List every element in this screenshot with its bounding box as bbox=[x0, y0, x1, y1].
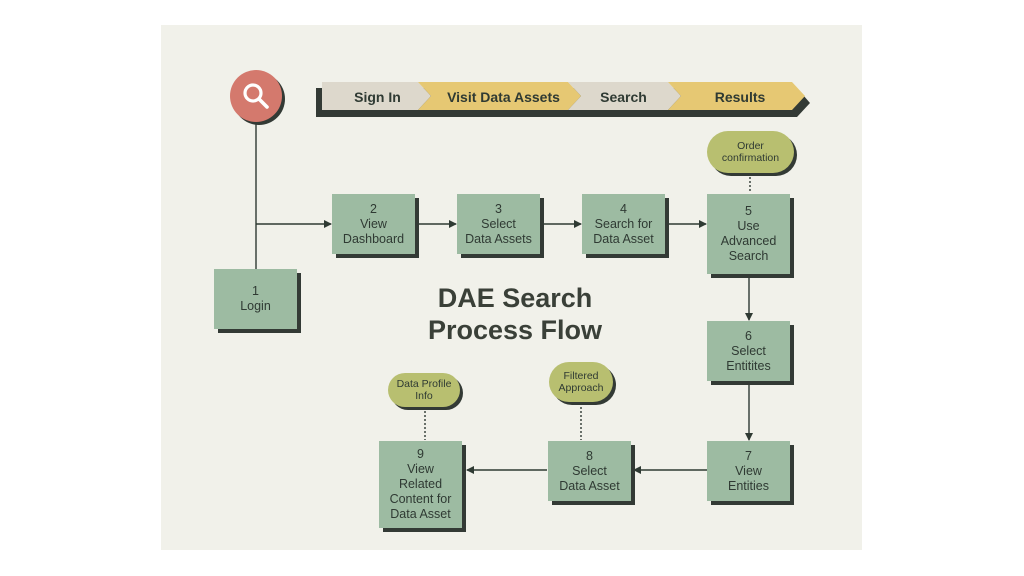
note-data-profile-info: Data Profile Info bbox=[388, 373, 460, 407]
step-2-view-dashboard: 2 View Dashboard bbox=[332, 194, 415, 254]
start-search-circle bbox=[230, 70, 282, 122]
step-6-select-entities: 6 Select Entitites bbox=[707, 321, 790, 381]
step-label-line: Search bbox=[728, 249, 769, 263]
step-label-line: Login bbox=[240, 299, 271, 313]
stage-search: Search bbox=[600, 89, 647, 105]
step-label-line: Content for bbox=[389, 492, 452, 506]
step-label-line: Data Asset bbox=[390, 507, 451, 521]
title-line-1: DAE Search bbox=[437, 283, 593, 313]
note-filtered-approach: Filtered Approach bbox=[549, 362, 613, 402]
step-label-line: View bbox=[407, 462, 434, 476]
step-number: 8 bbox=[586, 448, 593, 463]
step-number: 2 bbox=[370, 201, 377, 216]
step-9-view-related-content: 9 View Related Content for Data Asset bbox=[379, 441, 462, 528]
step-label-line: Select bbox=[481, 216, 516, 231]
stage-visit-data-assets: Visit Data Assets bbox=[447, 89, 560, 105]
step-label-line: View bbox=[735, 463, 762, 478]
step-label-line: Advanced bbox=[720, 234, 777, 248]
step-number: 9 bbox=[417, 447, 424, 461]
step-label-line: Search for bbox=[594, 216, 653, 231]
step-number: 3 bbox=[495, 201, 502, 216]
step-number: 4 bbox=[620, 201, 627, 216]
step-label-line: Use bbox=[737, 219, 760, 233]
step-1-login: 1 Login bbox=[214, 269, 297, 329]
step-label-line: Data Assets bbox=[465, 231, 532, 246]
step-label-line: Data Asset bbox=[593, 231, 654, 246]
step-number: 5 bbox=[745, 204, 752, 218]
note-line: Order bbox=[737, 140, 764, 152]
note-line: confirmation bbox=[721, 152, 780, 164]
step-label-line: Data Asset bbox=[559, 478, 620, 493]
step-number: 1 bbox=[252, 284, 259, 298]
title-line-2: Process Flow bbox=[427, 315, 603, 345]
step-number: 7 bbox=[745, 448, 752, 463]
stage-sign-in: Sign In bbox=[354, 89, 401, 105]
step-5-use-advanced-search: 5 Use Advanced Search bbox=[707, 194, 790, 274]
note-order-confirmation: Order confirmation bbox=[707, 131, 794, 173]
step-label-line: Dashboard bbox=[342, 231, 405, 246]
step-label-line: Select bbox=[731, 343, 766, 358]
note-line: Data Profile bbox=[396, 378, 452, 390]
step-label-line: View bbox=[360, 216, 387, 231]
diagram-title: DAE Search Process Flow bbox=[410, 282, 620, 346]
step-3-select-data-assets: 3 Select Data Assets bbox=[457, 194, 540, 254]
step-7-view-entities: 7 View Entities bbox=[707, 441, 790, 501]
step-label-line: Entities bbox=[728, 478, 769, 493]
step-4-search-for-data-asset: 4 Search for Data Asset bbox=[582, 194, 665, 254]
step-label-line: Entitites bbox=[726, 358, 771, 373]
step-8-select-data-asset: 8 Select Data Asset bbox=[548, 441, 631, 501]
step-number: 6 bbox=[745, 328, 752, 343]
step-label-line: Select bbox=[572, 463, 607, 478]
note-line: Approach bbox=[558, 382, 604, 394]
stage-results: Results bbox=[714, 89, 766, 105]
search-icon bbox=[243, 83, 269, 109]
note-line: Info bbox=[415, 390, 433, 402]
note-line: Filtered bbox=[563, 370, 599, 382]
step-label-line: Related bbox=[398, 477, 443, 491]
